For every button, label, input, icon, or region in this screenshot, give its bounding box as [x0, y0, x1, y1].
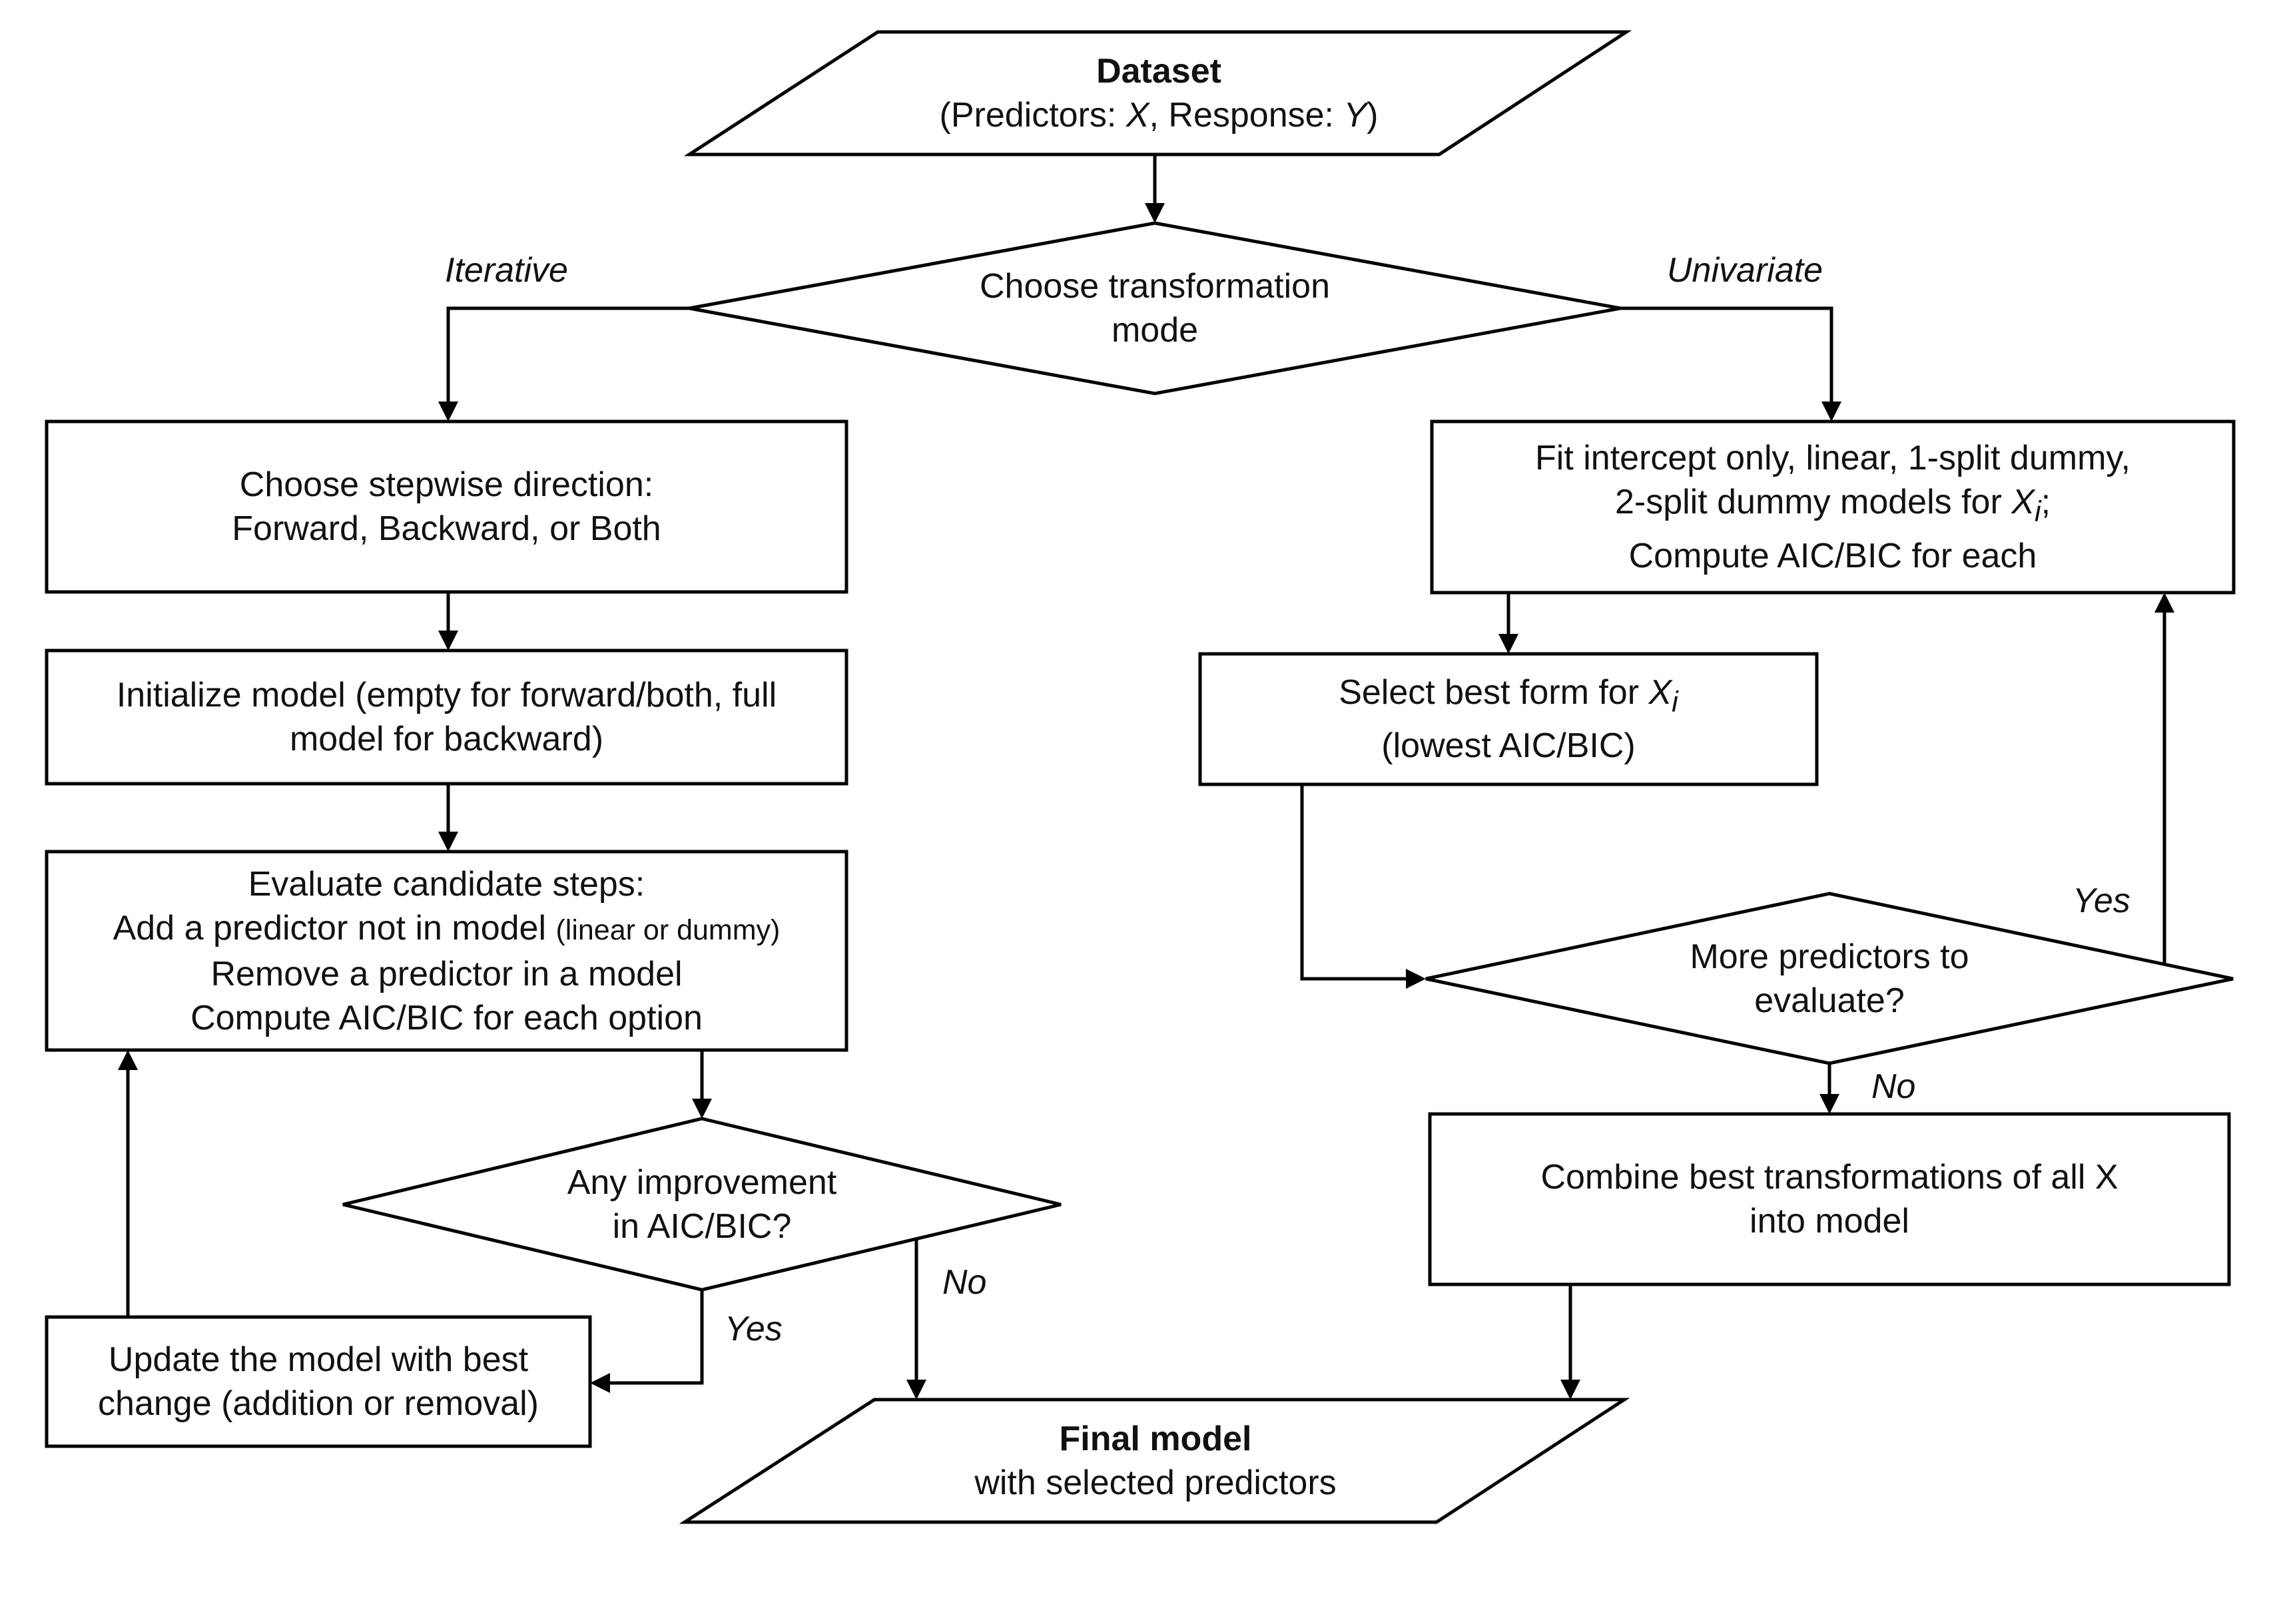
- arrowhead: [1819, 1094, 1839, 1114]
- update-model-box: [45, 1315, 592, 1448]
- edge-label-no-improvement: No: [942, 1263, 987, 1302]
- dataset-node: Dataset (Predictors: X, Response: Y): [786, 40, 1532, 146]
- improvement-line1: Any improvement: [567, 1163, 837, 1202]
- update-model-line1: Update the model with best: [108, 1340, 529, 1379]
- update-model-line2: change (addition or removal): [98, 1384, 539, 1423]
- evaluate-steps-line3: Remove a predictor in a model: [210, 954, 683, 993]
- arrowhead: [590, 1373, 610, 1393]
- select-best-node: Select best form for Xi (lowest AIC/BIC): [1200, 654, 1817, 784]
- arrowhead: [692, 1099, 712, 1119]
- combine-box: [1428, 1112, 2231, 1286]
- stepwise-direction-line1: Choose stepwise direction:: [239, 465, 654, 504]
- dataset-subtitle: (Predictors: X, Response: Y): [939, 96, 1379, 135]
- select-best-box: [1198, 652, 1819, 786]
- edge-label-yes-more: Yes: [2073, 882, 2130, 920]
- update-model-node: Update the model with best change (addit…: [47, 1317, 590, 1446]
- connector-improvement-yes-to-update: [608, 1290, 704, 1385]
- initialize-model-line1: Initialize model (empty for forward/both…: [116, 676, 777, 714]
- initialize-model-node: Initialize model (empty for forward/both…: [47, 651, 846, 784]
- arrowhead: [1498, 634, 1518, 654]
- arrowhead: [2154, 593, 2174, 613]
- final-model-node: Final model with selected predictors: [786, 1408, 1525, 1514]
- dataset-title: Dataset: [1096, 52, 1221, 91]
- stepwise-direction-line2: Forward, Backward, or Both: [232, 509, 661, 548]
- fit-models-line1: Fit intercept only, linear, 1-split dumm…: [1535, 439, 2130, 478]
- edge-label-univariate: Univariate: [1667, 251, 1823, 290]
- stepwise-direction-box: [45, 419, 848, 594]
- dataset-parallelogram: [683, 30, 1632, 156]
- evaluate-steps-line4: Compute AIC/BIC for each option: [190, 998, 703, 1037]
- more-predictors-line2: evaluate?: [1754, 981, 1905, 1020]
- combine-node: Combine best transformations of all X in…: [1430, 1114, 2229, 1284]
- edge-label-no-more: No: [1871, 1067, 1916, 1106]
- evaluate-steps-box: [45, 850, 848, 1052]
- select-best-line1: Select best form for Xi: [1339, 673, 1678, 718]
- choose-mode-line1: Choose transformation: [979, 267, 1331, 306]
- more-predictors-node: More predictors to evaluate?: [1596, 932, 2063, 1025]
- combine-line2: into model: [1750, 1202, 1909, 1240]
- choose-mode-line2: mode: [1111, 311, 1199, 350]
- final-model-parallelogram: [679, 1398, 1630, 1524]
- arrowhead: [906, 1380, 926, 1400]
- arrowhead: [1145, 203, 1165, 223]
- select-best-line2: (lowest AIC/BIC): [1381, 726, 1636, 766]
- improvement-line2: in AIC/BIC?: [612, 1207, 792, 1246]
- fit-models-box: [1430, 419, 2236, 595]
- choose-mode-diamond: [689, 221, 1621, 396]
- evaluate-steps-line2-note: (linear or dummy): [555, 914, 781, 946]
- edge-label-iterative: Iterative: [445, 251, 568, 290]
- arrowhead: [1406, 969, 1426, 989]
- final-model-title: Final model: [1059, 1420, 1252, 1458]
- connector-mode-to-fit: [1620, 306, 1833, 404]
- arrowhead: [1821, 402, 1841, 421]
- edge-label-yes-improvement: Yes: [725, 1310, 783, 1348]
- fit-models-line3: Compute AIC/BIC for each: [1628, 536, 2037, 575]
- arrowhead: [438, 402, 458, 421]
- arrowhead: [438, 631, 458, 651]
- improvement-node: Any improvement in AIC/BIC?: [469, 1158, 935, 1251]
- more-predictors-line1: More predictors to: [1690, 938, 1969, 976]
- evaluate-steps-node: Evaluate candidate steps: Add a predicto…: [47, 852, 846, 1050]
- connector-select-to-more: [1300, 784, 1408, 981]
- arrowhead: [438, 832, 458, 852]
- connector-mode-to-stepwise: [446, 306, 689, 404]
- final-model-subtitle: with selected predictors: [974, 1464, 1337, 1502]
- arrowhead: [1560, 1380, 1580, 1400]
- initialize-model-line2: model for backward): [289, 720, 604, 758]
- stepwise-direction-node: Choose stepwise direction: Forward, Back…: [47, 421, 846, 592]
- combine-line1: Combine best transformations of all X: [1540, 1158, 2118, 1197]
- evaluate-steps-line2: Add a predictor not in model (linear or …: [113, 908, 781, 947]
- evaluate-steps-line1: Evaluate candidate steps:: [248, 864, 645, 904]
- arrowhead: [118, 1050, 138, 1070]
- choose-mode-node: Choose transformation mode: [822, 262, 1488, 355]
- fit-models-node: Fit intercept only, linear, 1-split dumm…: [1432, 421, 2234, 593]
- fit-models-line2: 2-split dummy models for Xi;: [1614, 483, 2051, 528]
